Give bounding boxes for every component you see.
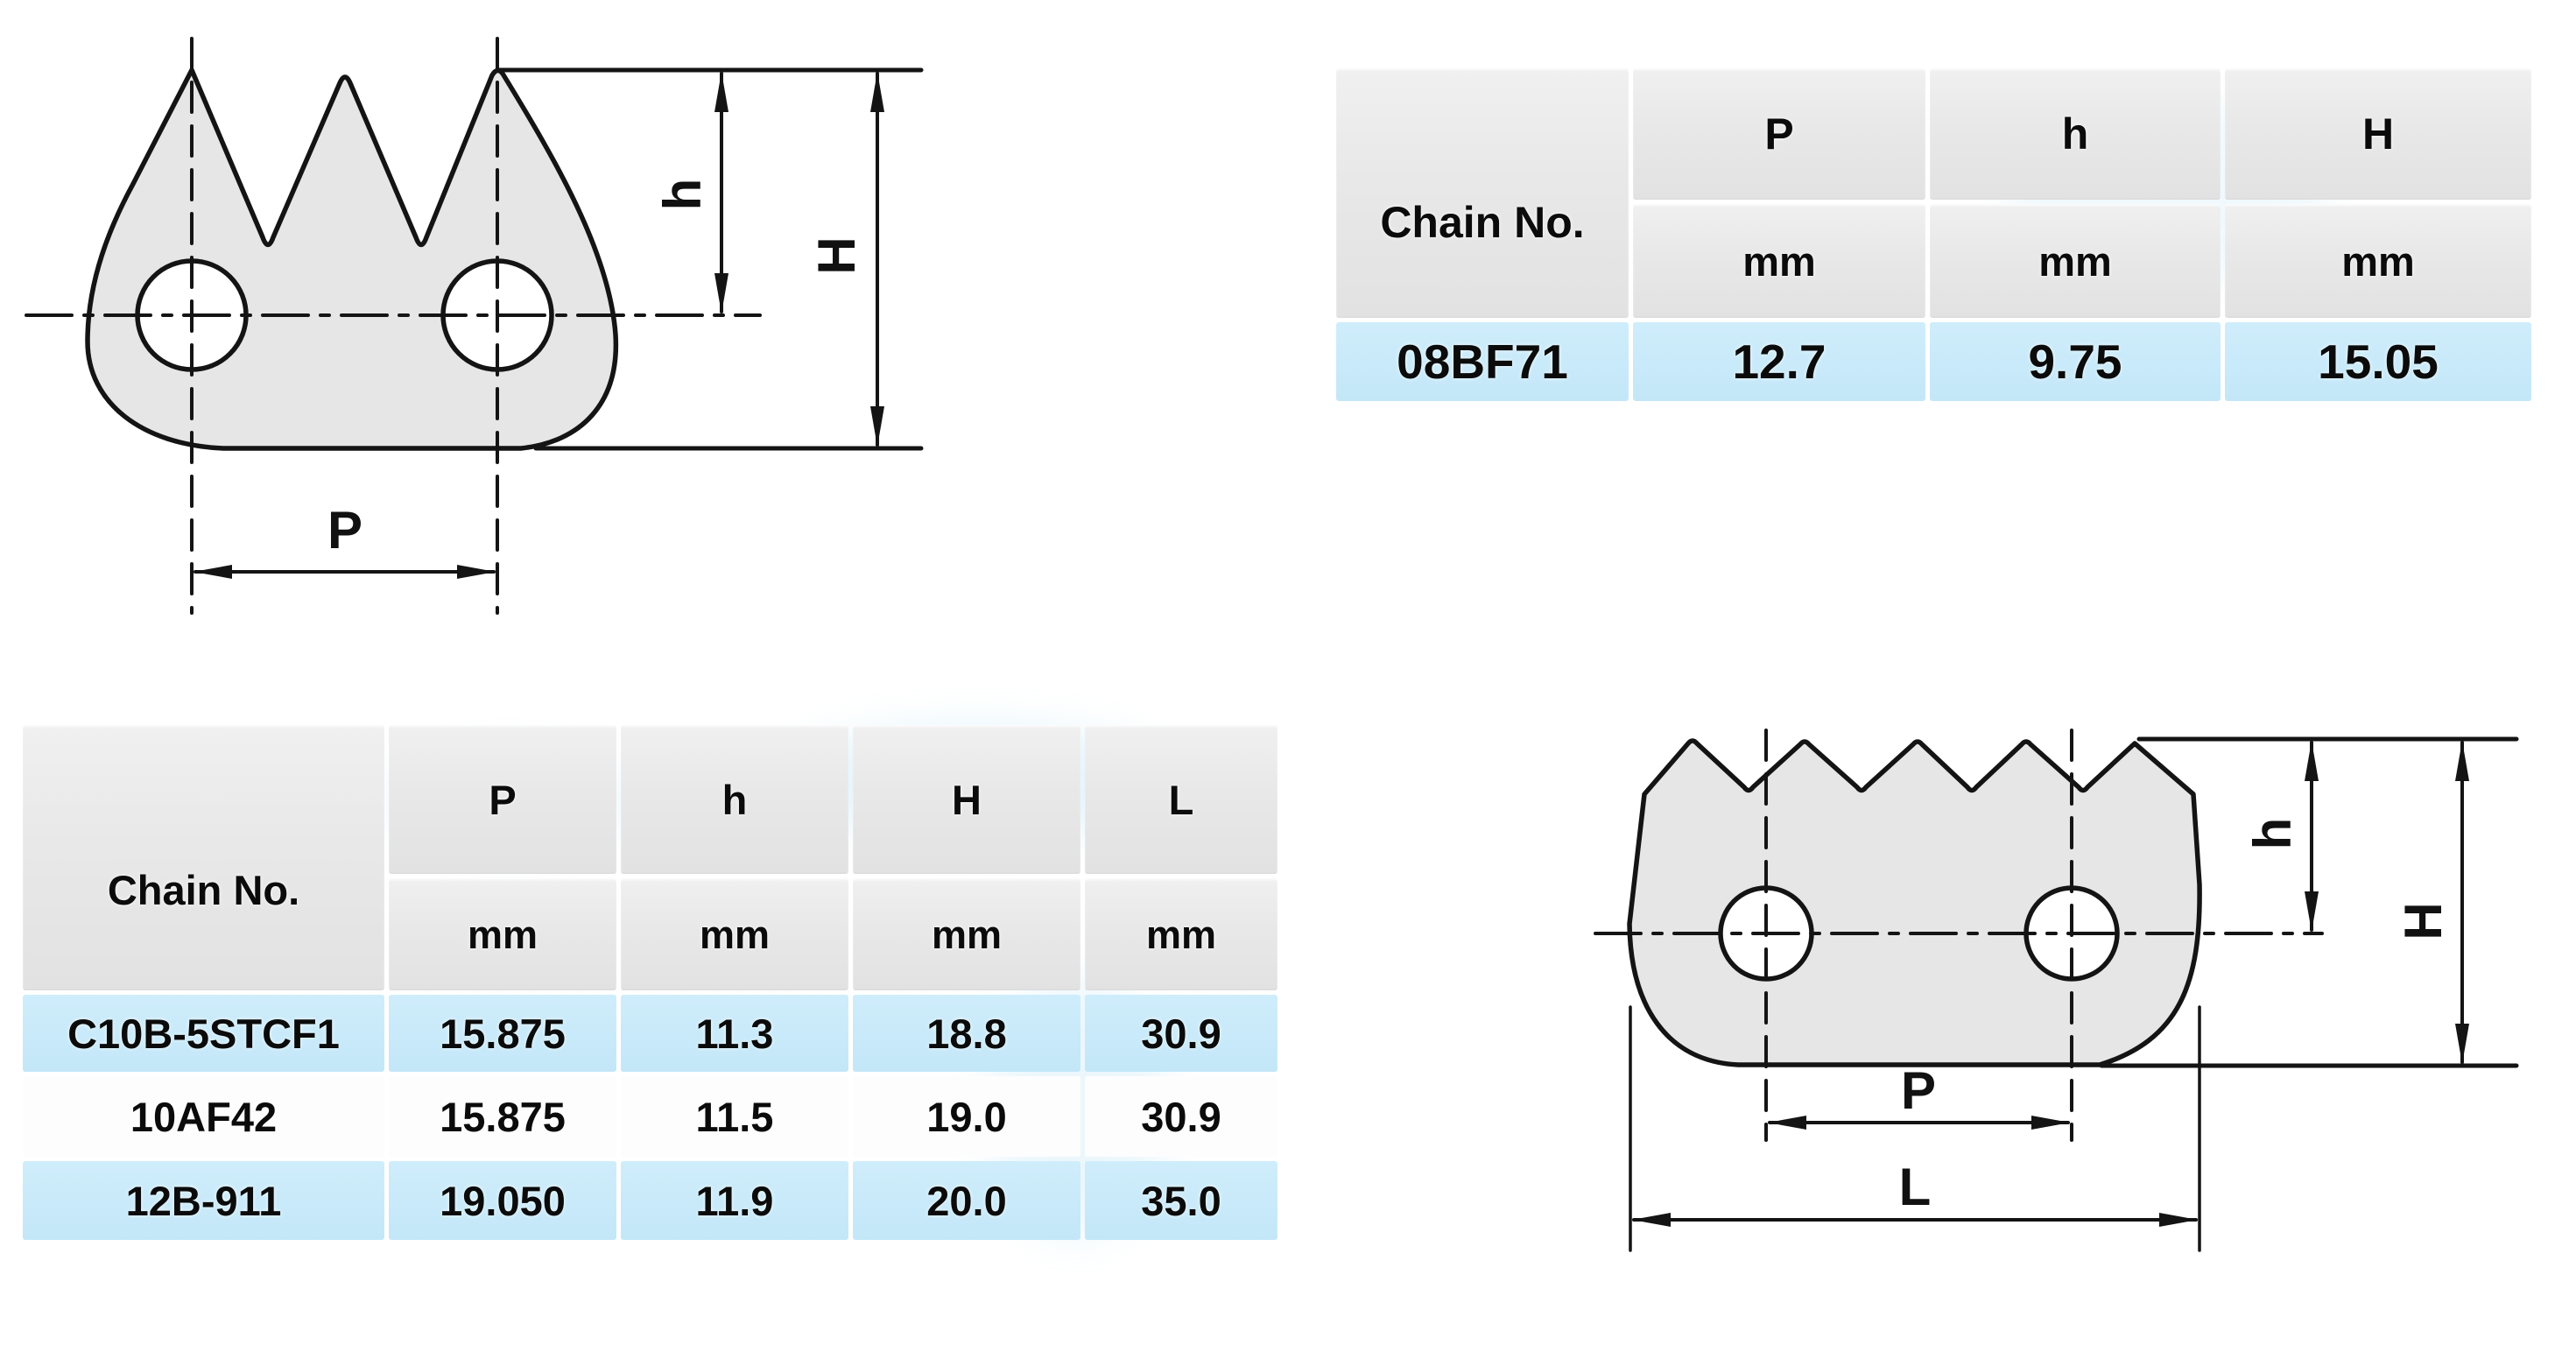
unit-cell-H: mm (2225, 204, 2531, 318)
L-arrow-right (2159, 1213, 2198, 1227)
unit-cell-h: mm (1930, 204, 2221, 318)
data-cell-h: 11.5 (621, 1076, 848, 1157)
header-cell-L: L (1085, 725, 1277, 874)
unit-cell-L: mm (1085, 878, 1277, 990)
data-cell-H: 20.0 (853, 1161, 1080, 1240)
data-cell-chain-no: 10AF42 (23, 1076, 384, 1157)
H-arrow-down (2455, 1024, 2469, 1064)
three-tooth-plate-diagram: h H P (25, 37, 924, 615)
data-cell-chain-no: 08BF71 (1336, 322, 1629, 401)
spec-table-single-row: Chain No. P h H mm mm mm 08BF71 12.7 9.7… (1336, 68, 2531, 401)
data-cell-chain-no: 12B-911 (23, 1161, 384, 1240)
plate-outline (1627, 738, 2202, 1067)
data-cell-P: 19.050 (389, 1161, 616, 1240)
data-cell-H: 15.05 (2225, 322, 2531, 401)
L-arrow-left (1632, 1213, 1671, 1227)
unit-cell-P: mm (1633, 204, 1925, 318)
data-cell-h: 11.9 (621, 1161, 848, 1240)
dim-label-h: h (653, 179, 712, 211)
five-tooth-plate-diagram: h H P L (1594, 729, 2519, 1252)
data-cell-H: 18.8 (853, 995, 1080, 1072)
dim-label-L: L (1899, 1158, 1932, 1216)
data-cell-P: 12.7 (1633, 322, 1925, 401)
data-cell-L: 35.0 (1085, 1161, 1277, 1240)
P-arrow-left (194, 565, 232, 579)
unit-cell-P: mm (389, 878, 616, 990)
P-arrow-right (2031, 1116, 2070, 1130)
header-cell-h: h (1930, 68, 2221, 200)
H-arrow-down (870, 406, 884, 447)
P-arrow-right (457, 565, 496, 579)
header-cell-h: h (621, 725, 848, 874)
plate-outline (85, 67, 619, 451)
header-cell-P: P (1633, 68, 1925, 200)
header-cell-chain-no: Chain No. (1336, 68, 1629, 318)
H-arrow-up (870, 72, 884, 112)
dim-label-P: P (1901, 1061, 1936, 1120)
data-cell-h: 9.75 (1930, 322, 2221, 401)
header-cell-chain-no: Chain No. (23, 725, 384, 990)
dim-label-h: h (2243, 818, 2302, 850)
h-arrow-up (714, 72, 728, 112)
data-cell-h: 11.3 (621, 995, 848, 1072)
dim-label-P: P (327, 501, 362, 560)
P-arrow-left (1768, 1116, 1806, 1130)
h-arrow-up (2305, 741, 2319, 781)
data-cell-L: 30.9 (1085, 1076, 1277, 1157)
dim-label-H: H (807, 236, 866, 274)
spec-table-multi-row: Chain No. P h H L mm mm mm mm C10B-5STCF… (23, 725, 1277, 1240)
header-cell-H: H (2225, 68, 2531, 200)
header-cell-P: P (389, 725, 616, 874)
data-cell-P: 15.875 (389, 1076, 616, 1157)
unit-cell-h: mm (621, 878, 848, 990)
data-cell-L: 30.9 (1085, 995, 1277, 1072)
h-arrow-down (2305, 891, 2319, 932)
data-cell-H: 19.0 (853, 1076, 1080, 1157)
H-arrow-up (2455, 741, 2469, 781)
h-arrow-down (714, 273, 728, 313)
dim-label-H: H (2394, 902, 2453, 940)
data-cell-chain-no: C10B-5STCF1 (23, 995, 384, 1072)
header-cell-H: H (853, 725, 1080, 874)
data-cell-P: 15.875 (389, 995, 616, 1072)
unit-cell-H: mm (853, 878, 1080, 990)
